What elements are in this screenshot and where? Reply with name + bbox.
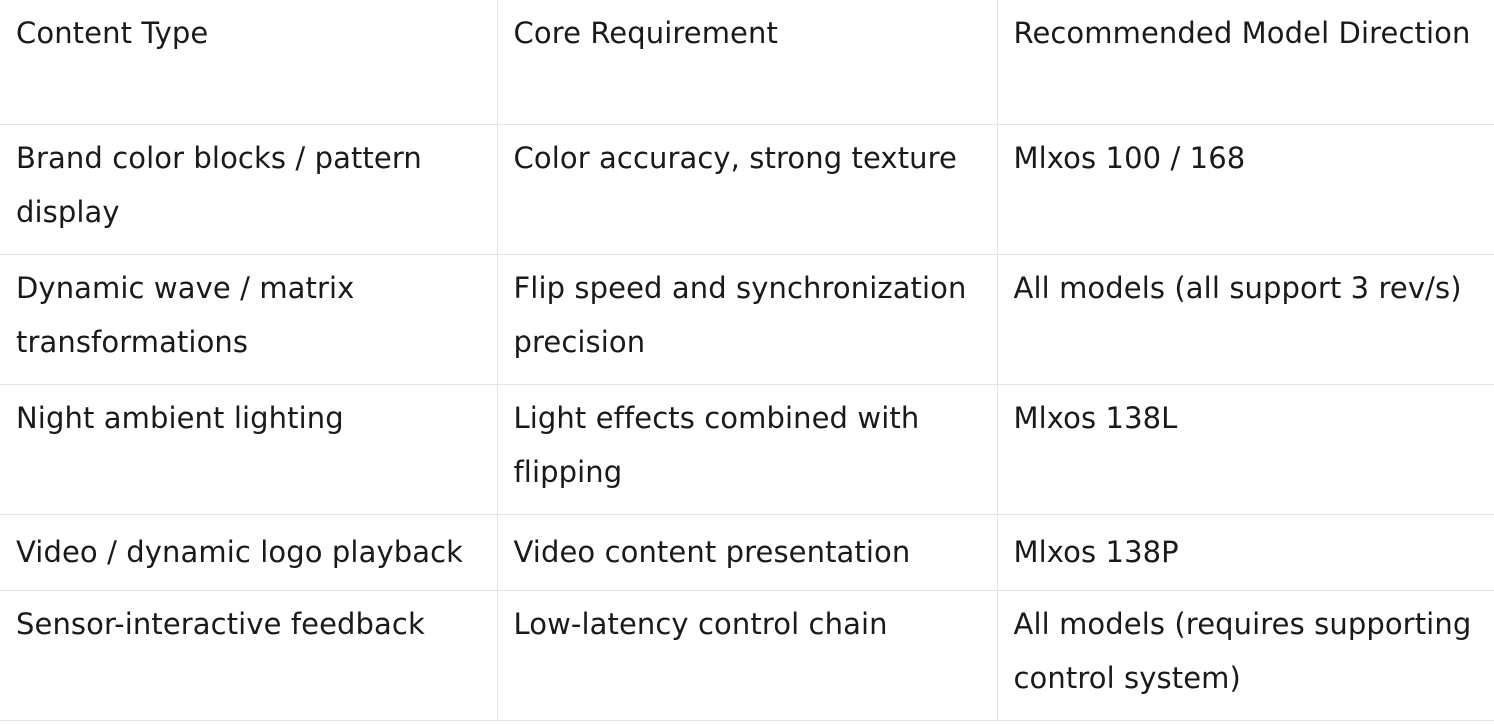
cell-content-type: Night ambient lighting [0,384,498,515]
cell-recommended-model: All models (all support 3 rev/s) [996,254,1494,385]
cell-core-requirement: Color accuracy, strong texture [496,124,998,255]
cell-recommended-model: Mlxos 100 / 168 [996,124,1494,255]
cell-core-requirement: Low-latency control chain [496,590,998,721]
table-row: Brand color blocks / pattern display Col… [0,124,1494,255]
cell-content-type: Video / dynamic logo playback [0,514,498,591]
header-content-type: Content Type [0,0,498,125]
cell-recommended-model: All models (requires supporting control … [996,590,1494,721]
header-core-requirement: Core Requirement [496,0,998,125]
header-recommended-model-direction: Recommended Model Direction [996,0,1494,125]
cell-recommended-model: Mlxos 138P [996,514,1494,591]
cell-recommended-model: Mlxos 138L [996,384,1494,515]
cell-core-requirement: Video content presentation [496,514,998,591]
cell-content-type: Brand color blocks / pattern display [0,124,498,255]
table-row: Sensor-interactive feedback Low-latency … [0,590,1494,721]
table-header-row: Content Type Core Requirement Recommende… [0,0,1494,125]
cell-core-requirement: Light effects combined with flipping [496,384,998,515]
cell-content-type: Dynamic wave / matrix transformations [0,254,498,385]
cell-content-type: Sensor-interactive feedback [0,590,498,721]
table-row: Night ambient lighting Light effects com… [0,384,1494,515]
cell-core-requirement: Flip speed and synchronization precision [496,254,998,385]
table-row: Dynamic wave / matrix transformations Fl… [0,254,1494,385]
table-row: Video / dynamic logo playback Video cont… [0,514,1494,591]
